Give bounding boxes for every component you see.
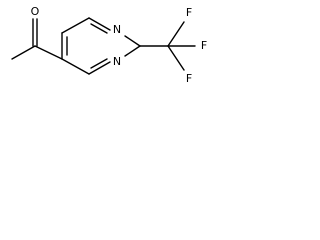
bond-ring-inner-bottom [90, 58, 108, 69]
bond-ring-c2-n1 [124, 35, 141, 47]
bond-ring-c6-c5 [61, 17, 90, 34]
bond-ring-c5-c4 [61, 58, 90, 75]
bond-cf3-fluorine-bottom [167, 45, 185, 71]
bond-ring-n1-c6 [88, 17, 111, 31]
oxygen-label: O [31, 5, 40, 18]
bond-ring-inner-top [90, 23, 108, 34]
molecule-svg: O N N F F F [11, 5, 207, 85]
fluorine-label-bottom: F [186, 72, 192, 85]
nitrogen-label-top: N [113, 23, 121, 36]
bond-carbonyl-ring [34, 45, 63, 60]
structure-diagram: O N N F F F [0, 0, 234, 96]
fluorine-label-right: F [201, 39, 207, 52]
bond-methyl-carbonyl [11, 45, 36, 60]
bond-cf3-fluorine-top [167, 21, 185, 47]
bond-ring-c4-n3 [88, 61, 111, 75]
nitrogen-label-bottom: N [113, 55, 121, 68]
fluorine-label-top: F [186, 6, 192, 19]
bond-ring-n3-c2 [124, 45, 141, 57]
